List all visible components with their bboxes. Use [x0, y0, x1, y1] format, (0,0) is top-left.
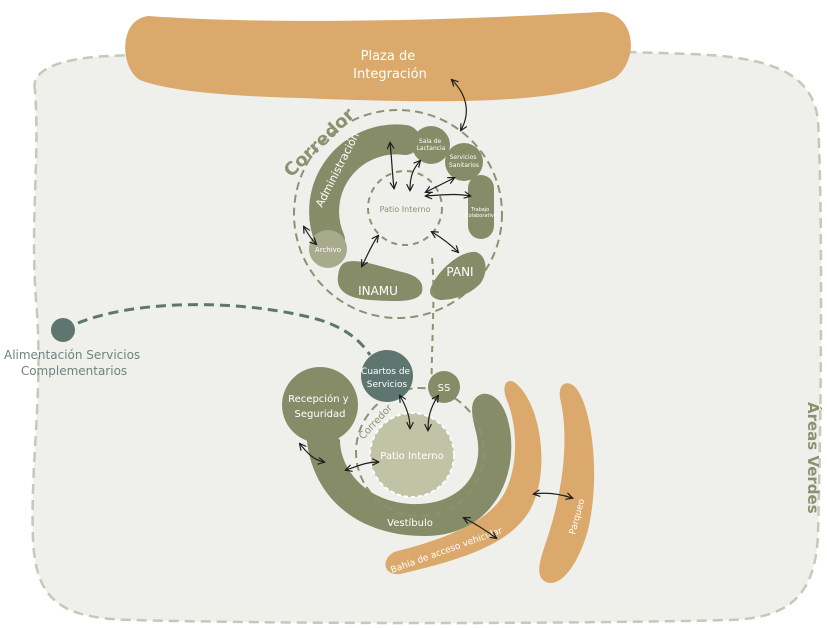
archivo-label: Archivo: [315, 246, 341, 254]
arrow-ss-patio: [428, 396, 438, 430]
vertical-link: [430, 257, 435, 401]
trabajo-colaborativo: [468, 175, 494, 239]
administracion-block: [309, 124, 420, 255]
arrow-cuartos-patio: [400, 396, 410, 428]
arrow-vestibulo-patio: [346, 462, 378, 470]
sala-lactancia-label: Sala de Lactancia: [417, 138, 446, 152]
arrow-admin-archivo: [304, 227, 316, 244]
arrow-admin-patio: [390, 143, 394, 188]
arrow-lactancia-patio: [410, 161, 420, 190]
recepcion-seguridad: [282, 367, 358, 443]
connection-arrows: [300, 80, 572, 538]
arrow-recepcion-vestibulo: [300, 444, 324, 462]
bahia-strip: [385, 380, 542, 575]
patio-top: [367, 170, 443, 246]
arrow-vestibulo-bahia: [464, 518, 496, 538]
top-corridor-ring: [293, 109, 503, 319]
archivo: [309, 230, 347, 268]
bottom-corridor-ring: [355, 387, 485, 517]
sala-lactancia: [412, 126, 450, 164]
pani-label: PANI: [446, 265, 473, 279]
servicios-sanitarios-label: Servicios Sanitarios: [449, 154, 479, 169]
arrow-trabajo-patio: [426, 195, 470, 197]
alimentacion-label: Alimentación Servicios Complementarios: [4, 348, 144, 378]
trabajo-colaborativo-label: Trabajo Colaborativo: [465, 207, 497, 219]
alimentacion-node: [51, 318, 75, 342]
plaza-de-integracion: [125, 12, 631, 102]
arrow-pani-patio: [432, 232, 458, 252]
patio-top-label: Patio Interno: [380, 205, 431, 214]
arrow-inamu-patio: [362, 236, 378, 266]
areas-verdes-label: Áreas Verdes: [804, 402, 823, 514]
arrow-bahia-parqueo: [534, 493, 572, 498]
inamu-block: [337, 261, 423, 302]
pani-block: [430, 251, 486, 300]
vestibulo-label: Vestíbulo: [387, 517, 433, 529]
parqueo-strip: [539, 383, 595, 583]
cuartos-de-servicios: [361, 350, 413, 402]
bottom-u-block: [305, 393, 512, 536]
plaza-label: Plaza de Integración: [353, 49, 427, 82]
alimentacion-connector: [77, 303, 372, 356]
arrow-plaza: [452, 80, 466, 130]
cuartos-label: Cuartos de Servicios: [361, 367, 413, 390]
inamu-label: INAMU: [358, 284, 398, 298]
recepcion-label: Recepción y Seguridad: [288, 393, 352, 420]
patio-bottom-label: Patio Interno: [380, 451, 443, 462]
ss-label: SS: [438, 383, 451, 394]
arrow-sanitarios-patio: [426, 178, 454, 192]
servicios-sanitarios: [445, 143, 483, 181]
